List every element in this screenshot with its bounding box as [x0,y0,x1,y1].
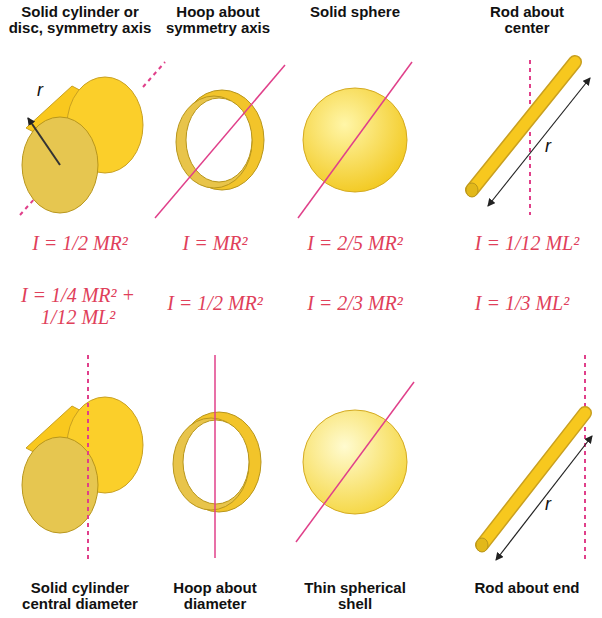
heading: Hoop about symmetry axis [153,4,283,36]
heading: Solid cylinder or disc, symmetry axis [5,4,155,36]
formula: I = MR² [182,232,247,254]
solid-cylinder [22,355,143,560]
formula: I = 2/3 MR² [307,292,403,314]
caption: Thin spherical shell [295,580,415,612]
solid-cylinder [20,62,165,215]
heading: Rod about center [472,4,582,36]
caption: Hoop about diameter [150,580,280,612]
dimension-label: r [37,80,43,101]
dimension-label: r [545,136,551,157]
formula: I = 1/2 MR² [32,232,128,254]
heading: Solid sphere [300,4,410,20]
caption: Solid cylinder central diameter [5,580,155,612]
caption: Rod about end [472,580,582,596]
formula: I = 1/12 ML² [475,232,580,254]
formula: I = 2/5 MR² [307,232,403,254]
formula: I = 1/3 ML² [475,292,570,314]
dimension-label: r [545,494,551,515]
hoop [173,355,261,558]
solid-sphere [298,62,412,218]
thin-spherical-shell [296,382,414,542]
formula: I = 1/2 MR² [167,292,263,314]
hoop [155,65,285,218]
rod [476,355,592,560]
rod [466,60,590,215]
formula: I = 1/4 MR² + 1/12 ML² [3,284,153,328]
